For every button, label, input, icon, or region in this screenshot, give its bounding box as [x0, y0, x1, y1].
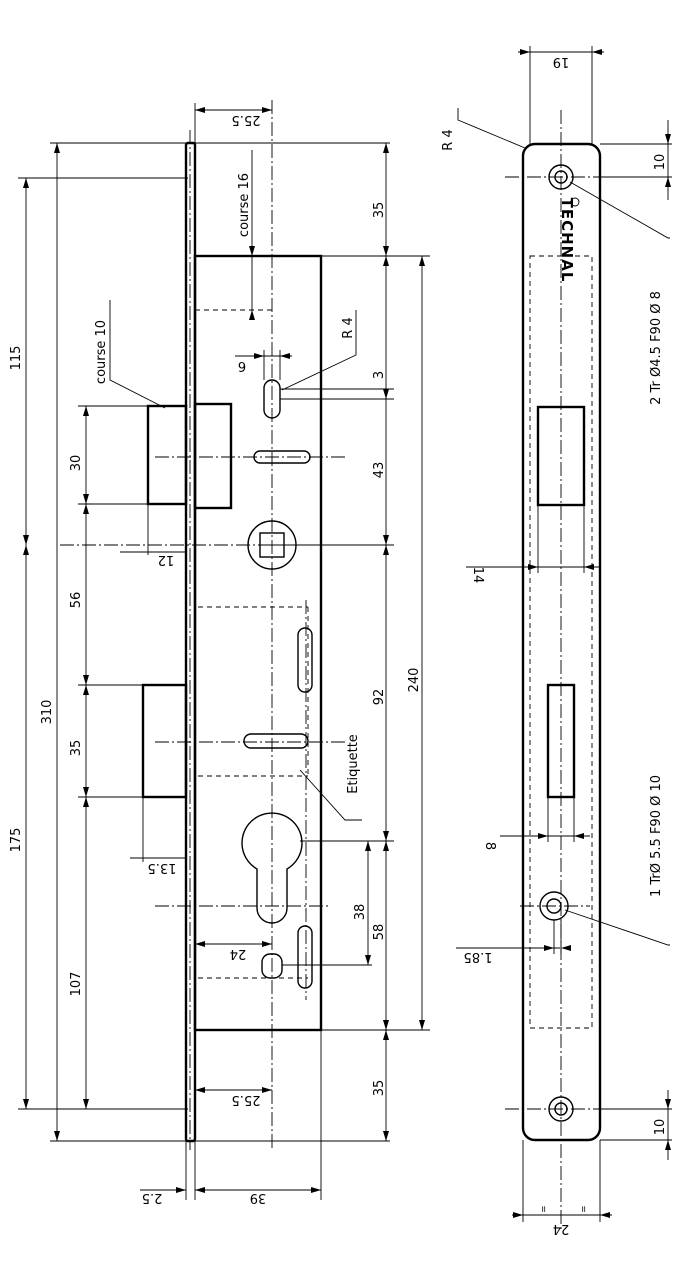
dim-12: 12: [158, 552, 175, 567]
dim-14: 14: [470, 567, 485, 584]
dim-35-bottom: 35: [372, 1080, 387, 1097]
dim-43: 43: [372, 462, 387, 479]
strike-plate: [521, 142, 602, 1142]
dim-38: 38: [353, 904, 368, 921]
dim-92: 92: [372, 689, 387, 706]
dim-2-5: 2.5: [142, 1190, 163, 1205]
dim-24-plate: 24: [553, 1221, 570, 1236]
label-course-16: course 16: [237, 173, 252, 237]
dim-1-85: 1.85: [464, 949, 493, 964]
eq-left: =: [538, 1205, 548, 1213]
strike-plate-view: TECHNAL: [441, 46, 672, 1236]
dim-240: 240: [407, 668, 422, 693]
slot-vertical-mid: [297, 627, 313, 693]
lock-case: [193, 254, 323, 1032]
dim-175: 175: [9, 828, 24, 853]
dim-25-5-top: 25.5: [232, 112, 261, 127]
dead-bolt: [141, 683, 188, 799]
label-r4-plate: R 4: [441, 129, 456, 150]
hole-note-top: 2 Tr Ø4.5 F90 Ø 8: [649, 291, 664, 405]
label-course-10: course 10: [94, 320, 109, 384]
dim-115: 115: [9, 346, 24, 371]
slot-vertical-low: [297, 925, 313, 989]
eq-right: =: [578, 1205, 588, 1213]
dim-10-bottom: 10: [653, 1119, 668, 1136]
dim-10-top: 10: [653, 154, 668, 171]
dim-39: 39: [250, 1190, 267, 1205]
dim-30: 30: [69, 455, 84, 472]
dim-58: 58: [372, 924, 387, 941]
latch-bolt: [146, 404, 188, 506]
dim-35-left: 35: [69, 740, 84, 757]
dim-24: 24: [230, 946, 247, 961]
dim-310: 310: [40, 700, 55, 725]
label-etiquette: Etiquette: [346, 734, 361, 794]
cylinder-cutout: [241, 812, 303, 924]
dim-8: 8: [482, 842, 497, 850]
technal-logo: TECHNAL: [558, 198, 576, 283]
dim-3: 3: [372, 371, 387, 379]
registered-mark-icon: [570, 197, 580, 207]
dim-13-5: 13.5: [148, 860, 177, 875]
lock-body-view: 115 310 175 30 56 35 107 12 13.5 25.5 25…: [9, 100, 430, 1205]
face-plate: [184, 141, 197, 1143]
dim-35-top: 35: [372, 202, 387, 219]
slot-horizontal-mid: [243, 733, 309, 749]
dim-107: 107: [69, 972, 84, 997]
label-r4-lock: R 4: [341, 317, 356, 338]
latch-bolt-inner: [193, 402, 233, 510]
dim-25-5-bottom: 25.5: [232, 1092, 261, 1107]
dim-56: 56: [69, 592, 84, 609]
dim-6: 6: [238, 358, 246, 373]
hole-note-bottom: 1 TrØ 5.5 F90 Ø 10: [649, 775, 664, 897]
dim-19: 19: [553, 54, 570, 69]
